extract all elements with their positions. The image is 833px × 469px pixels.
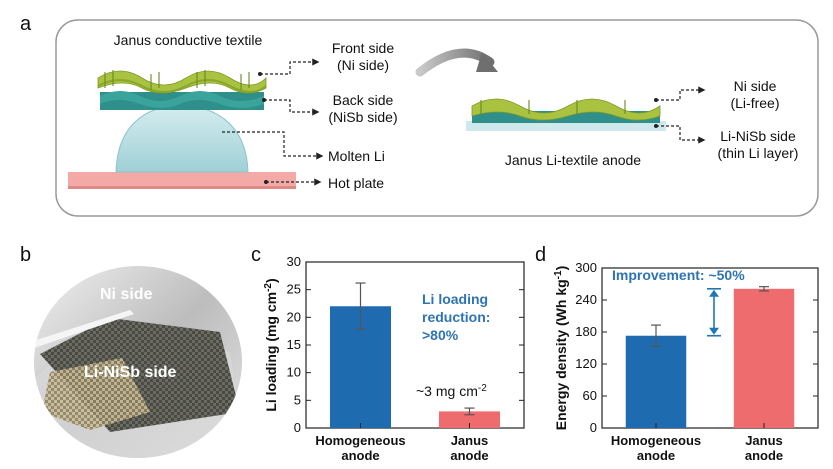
- panel-a-frame: [55, 19, 819, 217]
- y-tick-label: 0: [294, 420, 301, 435]
- anode-title: Janus Li-textile anode: [504, 152, 642, 168]
- molten-li-label: Molten Li: [328, 148, 385, 164]
- chart-li-loading: 051015202530HomogeneousanodeJanusanodeLi…: [263, 254, 525, 463]
- back-side-line1: Back side: [332, 92, 394, 108]
- x-tick-label: anode: [450, 448, 488, 463]
- bar: [438, 411, 501, 428]
- x-tick-label: anode: [341, 448, 379, 463]
- reduction-annotation: >80%: [422, 327, 459, 343]
- janus-textile-title: Janus conductive textile: [113, 32, 263, 48]
- y-tick-label: 0: [590, 420, 597, 435]
- improvement-annotation: Improvement: ~50%: [612, 267, 745, 283]
- molten-li-dome: [115, 103, 249, 173]
- y-tick-label: 60: [583, 388, 597, 403]
- front-side-label: Front side (Ni side): [318, 40, 408, 74]
- y-tick-label: 20: [287, 309, 301, 324]
- panel-d-label: d: [535, 244, 547, 266]
- improvement-arrow-head-up: [709, 289, 719, 297]
- bar: [625, 335, 687, 428]
- y-axis-label: Energy density (Wh kg-1): [553, 266, 570, 431]
- y-tick-label: 5: [294, 392, 301, 407]
- front-side-line2: (Ni side): [336, 57, 390, 73]
- janus-li-textile-anode: [466, 98, 666, 131]
- bar: [733, 288, 795, 428]
- back-side-label: Back side (NiSb side): [318, 92, 408, 126]
- janus-value-annotation: ~3 mg cm-2: [416, 383, 487, 400]
- ni-side-line1: Ni side: [733, 78, 777, 94]
- y-axis-label: Li loading (mg cm-2): [263, 278, 280, 411]
- panel-c-label: c: [251, 244, 261, 266]
- panel-a-illustration: [55, 19, 819, 217]
- li-nisb-label: Li-NiSb side (thin Li layer): [706, 128, 810, 162]
- reduction-annotation: reduction:: [422, 309, 490, 325]
- photo-ni-side-label: Ni side: [100, 286, 153, 303]
- photo-li-nisb-label: Li-NiSb side: [84, 364, 177, 381]
- plot-frame: [601, 267, 819, 429]
- y-tick-label: 240: [575, 292, 597, 307]
- y-tick-label: 180: [575, 324, 597, 339]
- panel-b-label: b: [20, 244, 32, 266]
- x-tick-label: anode: [637, 448, 675, 463]
- y-tick-label: 15: [287, 337, 301, 352]
- y-tick-label: 25: [287, 282, 301, 297]
- li-nisb-line1: Li-NiSb side: [720, 128, 796, 144]
- hot-plate: [68, 172, 296, 188]
- y-tick-label: 30: [287, 254, 301, 269]
- x-tick-label: anode: [745, 448, 783, 463]
- x-tick-label: Homogeneous: [315, 433, 405, 448]
- reduction-annotation: Li loading: [422, 291, 488, 307]
- back-side-line2: (NiSb side): [328, 109, 398, 125]
- x-tick-label: Janus: [745, 433, 783, 448]
- improvement-arrow-head-down: [709, 327, 719, 335]
- ni-side-label: Ni side (Li-free): [710, 78, 800, 112]
- y-tick-label: 300: [575, 260, 597, 275]
- y-tick-label: 120: [575, 356, 597, 371]
- front-side-line1: Front side: [331, 40, 395, 56]
- y-tick-label: 10: [287, 365, 301, 380]
- x-tick-label: Janus: [451, 433, 489, 448]
- ni-side-line2: (Li-free): [730, 95, 780, 111]
- chart-energy-density: 060120180240300HomogeneousanodeJanusanod…: [553, 260, 819, 463]
- panel-b-photo: [34, 266, 242, 458]
- hot-plate-label: Hot plate: [328, 175, 385, 191]
- li-nisb-line2: (thin Li layer): [717, 145, 799, 161]
- janus-textile-left: [97, 70, 267, 110]
- x-tick-label: Homogeneous: [611, 433, 701, 448]
- panel-a-label: a: [20, 13, 32, 35]
